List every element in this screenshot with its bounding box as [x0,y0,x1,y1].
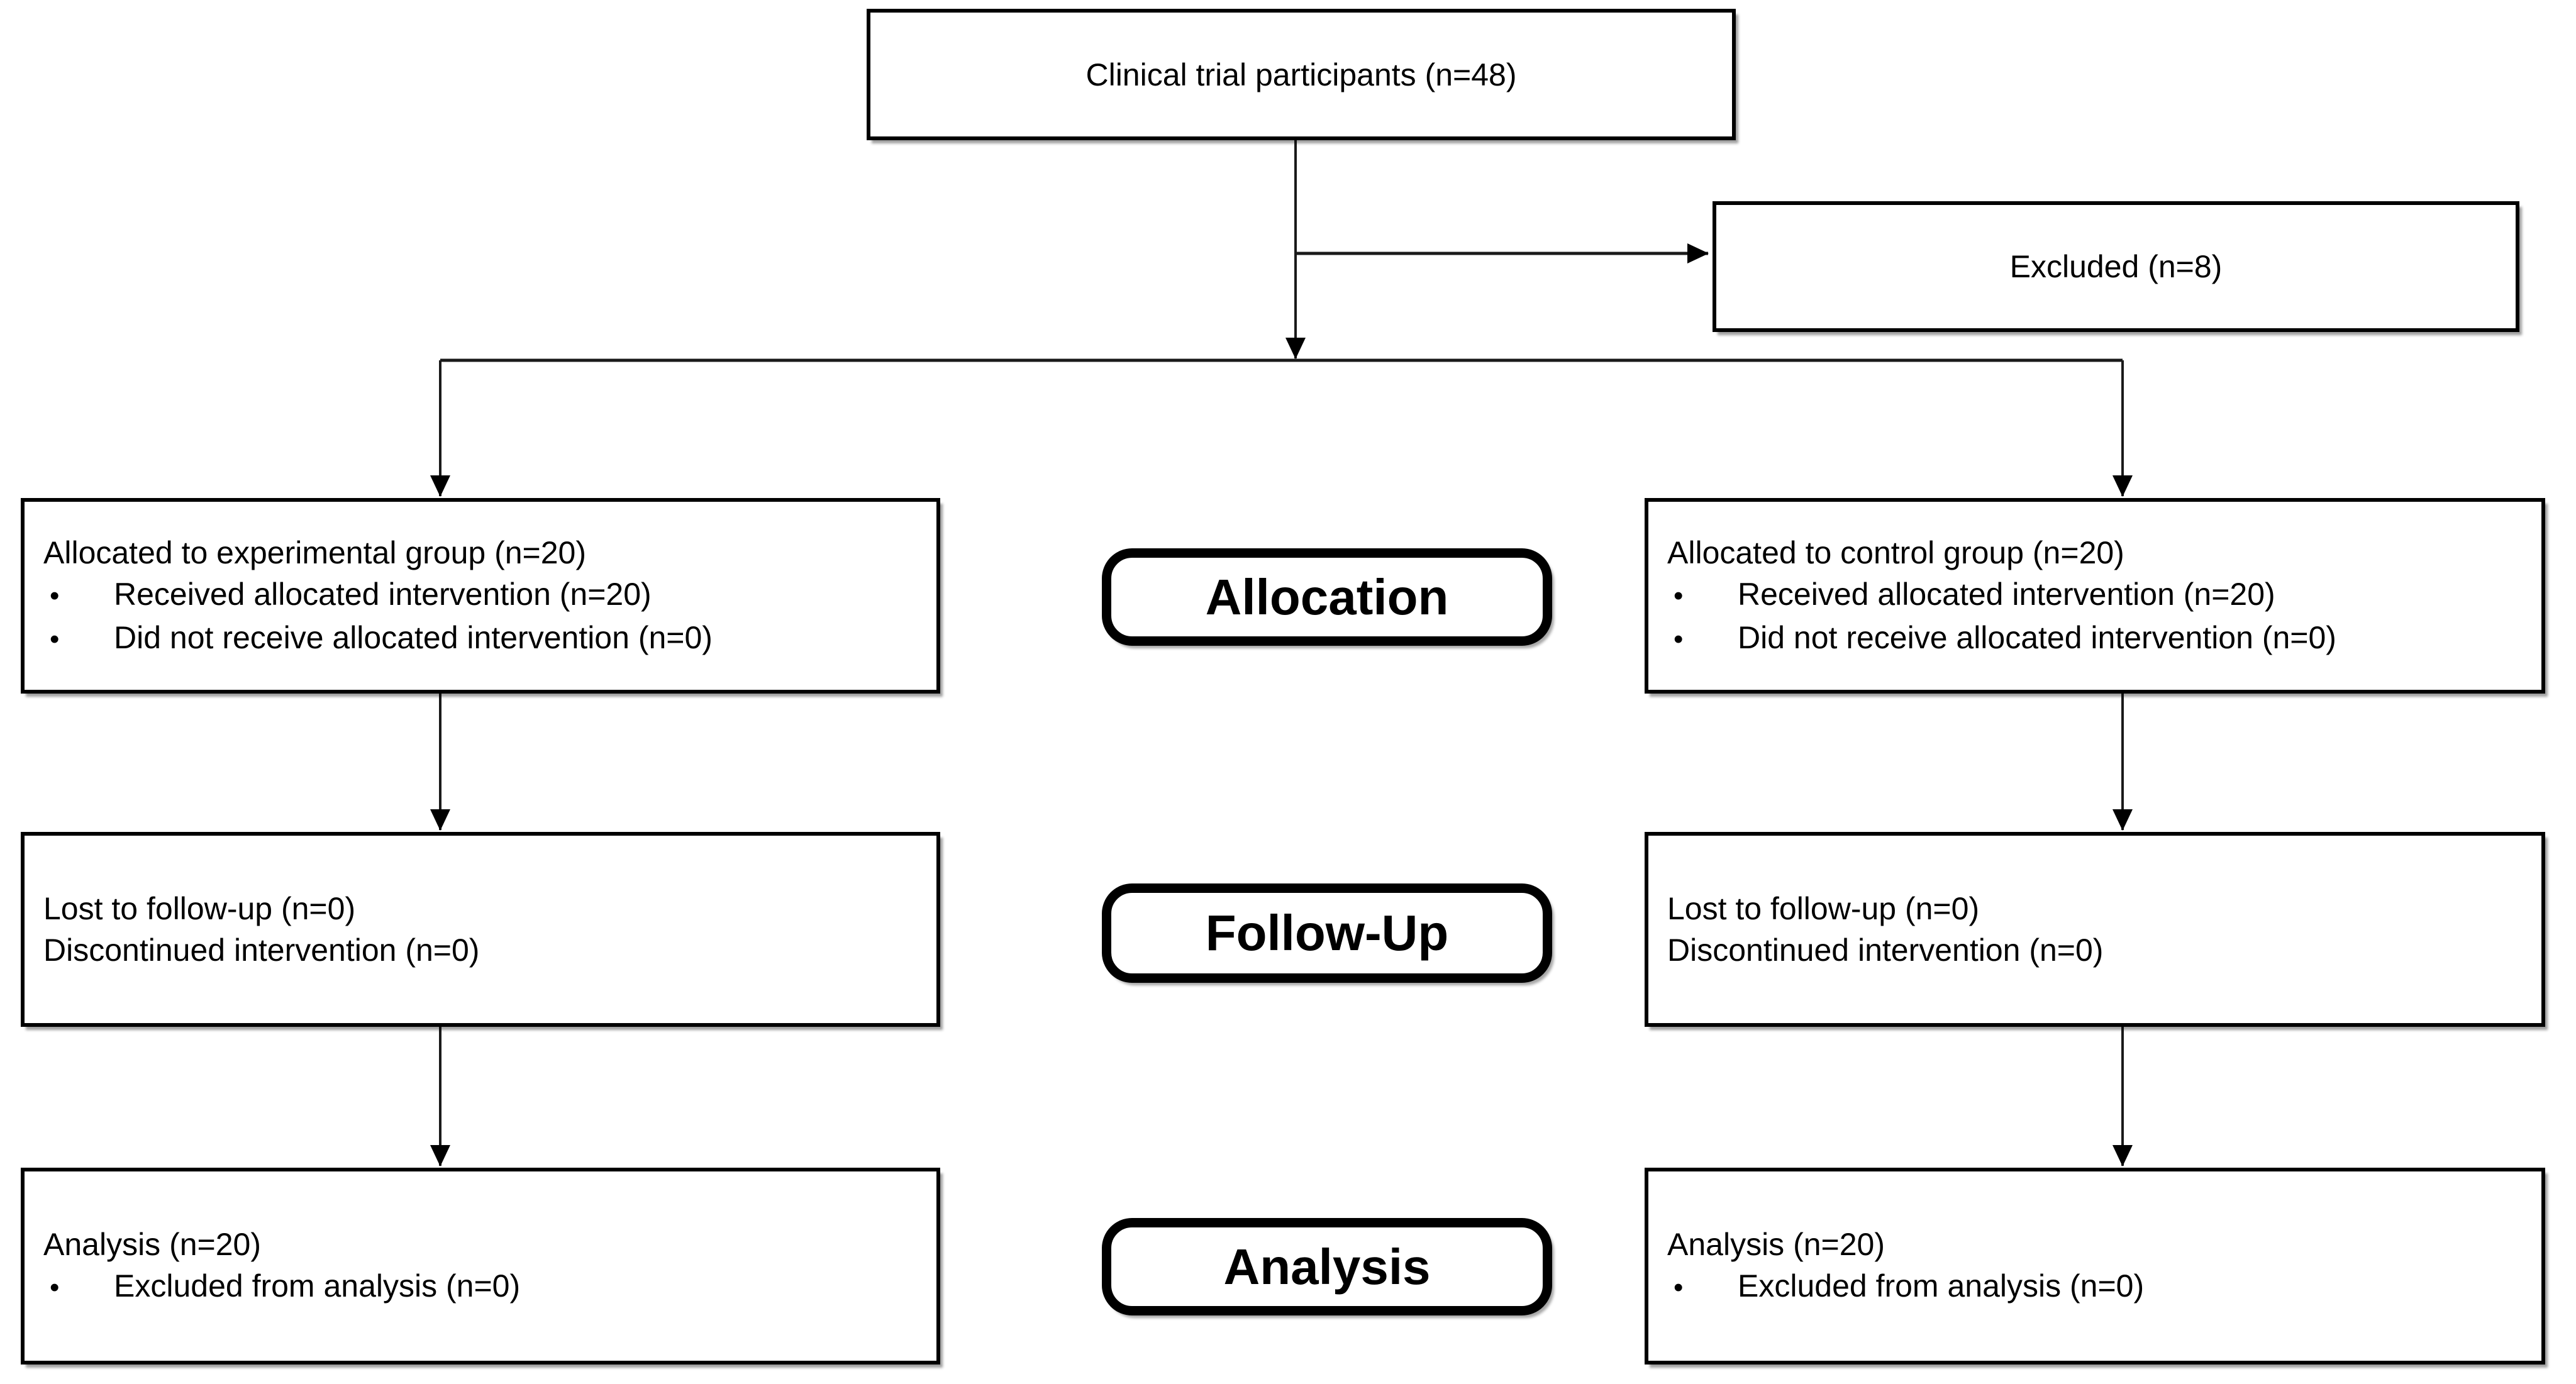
bullet-text: Did not receive allocated intervention (… [114,619,713,655]
followup-stage-badge: Follow-Up [1102,883,1552,983]
bullet-item: • Excluded from analysis (n=0) [43,1265,918,1309]
bullet-text: Did not receive allocated intervention (… [1738,619,2336,655]
bullet-item: • Did not receive allocated intervention… [43,617,918,660]
analysis-stage-label: Analysis [1223,1238,1431,1295]
bullet-item: • Excluded from analysis (n=0) [1667,1265,2523,1309]
excluded-box: Excluded (n=8) [1713,201,2519,332]
bullet-marker: • [1674,623,1684,655]
experimental-analysis-box: Analysis (n=20) • Excluded from analysis… [21,1168,940,1365]
bullet-text: Received allocated intervention (n=20) [114,576,652,612]
enrollment-text: Clinical trial participants (n=48) [1085,57,1517,92]
followup-line: Lost to follow-up (n=0) [1667,891,1980,926]
bullet-item: • Did not receive allocated intervention… [1667,617,2523,660]
experimental-allocation-box: Allocated to experimental group (n=20) •… [21,498,940,694]
control-allocation-title: Allocated to control group (n=20) [1667,534,2124,570]
experimental-analysis-title: Analysis (n=20) [43,1227,261,1262]
followup-line: Lost to follow-up (n=0) [43,891,356,926]
control-allocation-box: Allocated to control group (n=20) • Rece… [1645,498,2545,694]
control-followup-box: Lost to follow-up (n=0) Discontinued int… [1645,832,2545,1027]
enrollment-box: Clinical trial participants (n=48) [867,9,1736,140]
control-analysis-box: Analysis (n=20) • Excluded from analysis… [1645,1168,2545,1365]
experimental-allocation-title: Allocated to experimental group (n=20) [43,534,587,570]
allocation-stage-badge: Allocation [1102,548,1552,646]
bullet-marker: • [1674,1272,1684,1303]
bullet-item: • Received allocated intervention (n=20) [1667,573,2523,617]
followup-stage-label: Follow-Up [1205,905,1449,961]
control-analysis-title: Analysis (n=20) [1667,1227,1885,1262]
bullet-marker: • [50,1272,60,1303]
bullet-text: Excluded from analysis (n=0) [1738,1268,2145,1304]
experimental-followup-box: Lost to follow-up (n=0) Discontinued int… [21,832,940,1027]
bullet-text: Excluded from analysis (n=0) [114,1268,521,1304]
followup-line: Discontinued intervention (n=0) [1667,933,2104,968]
bullet-text: Received allocated intervention (n=20) [1738,576,2275,612]
followup-line: Discontinued intervention (n=0) [43,933,480,968]
allocation-stage-label: Allocation [1205,568,1449,625]
bullet-item: • Received allocated intervention (n=20) [43,573,918,617]
bullet-marker: • [50,623,60,655]
bullet-marker: • [50,580,60,611]
bullet-marker: • [1674,580,1684,611]
excluded-text: Excluded (n=8) [2009,249,2223,284]
analysis-stage-badge: Analysis [1102,1218,1552,1315]
